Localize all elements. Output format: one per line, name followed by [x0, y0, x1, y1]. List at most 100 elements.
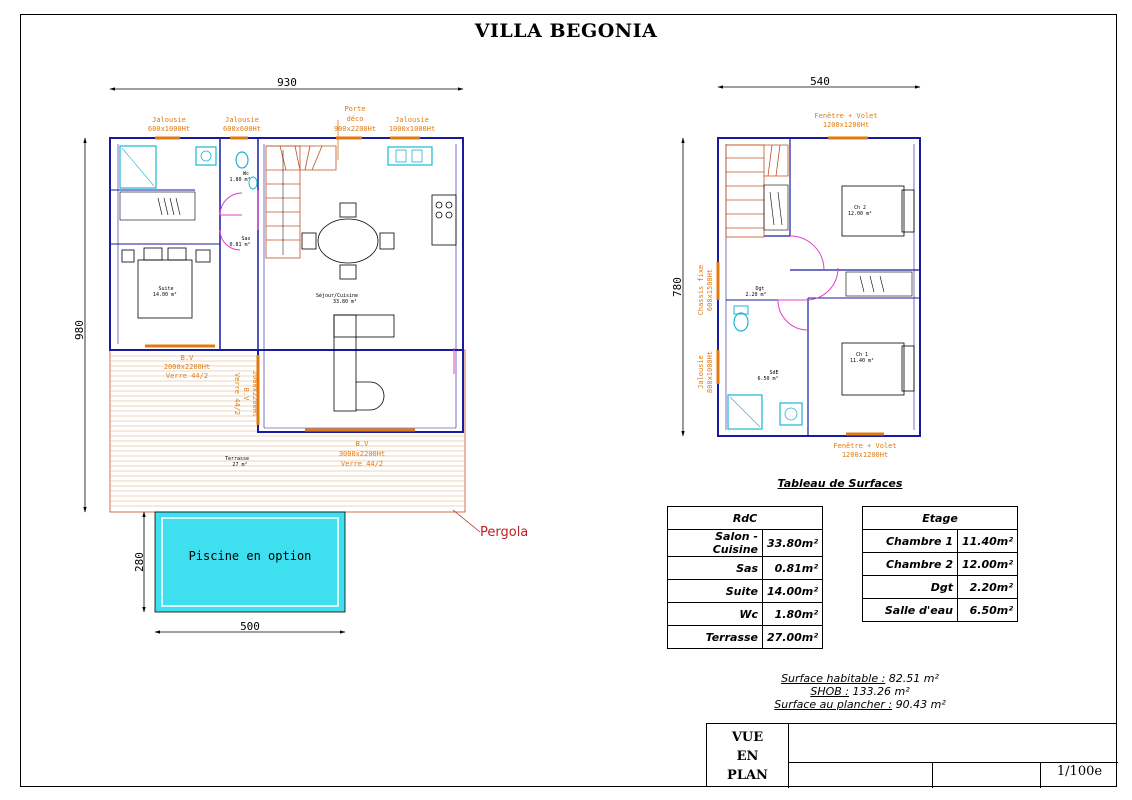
ground-floor-windows — [145, 136, 420, 432]
opening-bv-v-size: 2000x2200Ht — [251, 371, 259, 417]
rdc-header: RdC — [666, 506, 824, 530]
upper-dimension-width-label: 540 — [810, 75, 830, 88]
dining-table — [301, 202, 395, 280]
bed-suite — [121, 247, 211, 319]
habitable-label: Surface habitable : — [781, 672, 886, 685]
opening-bv-v-title: B.V — [242, 388, 250, 401]
dimension-height-label: 980 — [73, 320, 86, 340]
rdc-row-name: Suite — [667, 579, 763, 603]
pool-dim-w-label: 500 — [240, 620, 260, 633]
shob-value: 133.26 m² — [852, 685, 910, 698]
rdc-row-value: 14.00m² — [761, 579, 824, 603]
opening-bv-bottom-glass: Verre 44/2 — [341, 460, 383, 468]
etage-row-value: 12.00m² — [956, 552, 1019, 576]
toilet — [235, 151, 249, 169]
shower-tray — [119, 145, 157, 189]
rdc-row-value: 1.80m² — [761, 602, 824, 626]
room-suite-area: 14.00 m² — [153, 292, 177, 298]
rdc-row-name: Terrasse — [667, 625, 763, 649]
opening-bv-left-glass: Verre 44/2 — [166, 372, 208, 380]
upper-dimension-height-label: 780 — [671, 277, 684, 297]
room-dgt-area: 2.20 m² — [745, 292, 766, 298]
wardrobes — [119, 191, 196, 221]
pergola-leader — [452, 509, 481, 533]
view-type-line2: EN — [736, 749, 759, 764]
etage-row-name: Dgt — [862, 575, 958, 599]
pool-dim-h-label: 280 — [133, 552, 146, 572]
ground-opening-labels: Jalousie 600x1000Ht Jalousie 600x600Ht P… — [148, 105, 435, 468]
staircase-upper — [725, 144, 789, 238]
rdc-row-value: 27.00m² — [761, 625, 824, 649]
opening-jal2-size: 600x600Ht — [223, 125, 261, 133]
plancher-value: 90.43 m² — [895, 698, 946, 711]
sofa — [333, 314, 395, 412]
opening-chassis-title: Chassis fixe — [697, 265, 705, 316]
opening-bv-bottom-size: 3000x2200Ht — [339, 450, 385, 458]
rdc-row-name: Wc — [667, 602, 763, 626]
opening-porte-size: 900x2200Ht — [334, 125, 376, 133]
upper-shower — [727, 394, 763, 430]
upper-beds — [841, 185, 915, 396]
opening-chassis-size: 600x1500Ht — [706, 269, 714, 311]
habitable-value: 82.51 m² — [888, 672, 939, 685]
view-type-line3: PLAN — [727, 768, 768, 783]
opening-jal1-title: Jalousie — [152, 116, 186, 124]
room-sas-name: Sas — [241, 236, 250, 242]
room-ch2-name: Ch 2 — [854, 205, 866, 211]
room-sejour-name: Séjour/Cuisine — [316, 292, 358, 299]
surfaces-table-title: Tableau de Surfaces — [777, 477, 903, 490]
title-block: VUE EN PLAN 1/100e — [706, 723, 1118, 788]
view-type: VUE EN PLAN — [707, 724, 789, 788]
upper-room-labels: Ch 2 12.00 m² Dgt 2.20 m² Ch 1 11.40 m² … — [745, 205, 874, 382]
rdc-row-value: 0.81m² — [761, 556, 824, 580]
opening-bv-left-title: B.V — [181, 354, 194, 362]
etage-header: Etage — [861, 506, 1019, 530]
upper-floor-windows — [716, 136, 884, 436]
opening-upper-jal-title: Jalousie — [697, 355, 705, 389]
room-wc-area: 1.80 m² — [229, 177, 250, 183]
room-sas-area: 0.81 m² — [229, 242, 250, 248]
etage-row-name: Salle d'eau — [862, 598, 958, 622]
deck-boards — [111, 355, 464, 507]
opening-jal3-size: 1000x1000Ht — [389, 125, 435, 133]
opening-porte-sub: déco — [347, 115, 364, 123]
view-type-line1: VUE — [731, 730, 764, 745]
opening-jal-vertical: Jalousie 800x1000Ht — [697, 351, 714, 393]
etage-row-value: 11.40m² — [956, 529, 1019, 553]
opening-jal1-size: 600x1000Ht — [148, 125, 190, 133]
room-sde-name: SdE — [769, 370, 778, 376]
room-terrasse-area: 27 m² — [232, 462, 247, 468]
opening-bv-bottom-title: B.V — [356, 440, 369, 448]
scale-label: 1/100e — [1056, 764, 1103, 779]
upper-door-swings — [777, 235, 839, 331]
opening-jal2-title: Jalousie — [225, 116, 259, 124]
drawing-frame — [20, 14, 1117, 787]
etage-row-name: Chambre 1 — [862, 529, 958, 553]
room-terrasse-name: Terrasse — [225, 456, 249, 462]
dimension-width-label: 930 — [277, 76, 297, 89]
opening-top-title: Fenêtre + Volet — [814, 112, 877, 120]
upper-floor-plan: 540 780 — [671, 75, 921, 459]
opening-bottom-title: Fenêtre + Volet — [833, 442, 896, 450]
room-ch2-area: 12.00 m² — [848, 211, 872, 217]
opening-bv-v-glass: Verre 44/2 — [233, 373, 241, 415]
upper-floor-walls — [717, 137, 921, 437]
opening-bottom-size: 1200x1200Ht — [842, 451, 888, 459]
opening-porte-title: Porte — [344, 105, 365, 113]
etage-row-value: 2.20m² — [956, 575, 1019, 599]
ground-room-labels: Wc 1.80 m² Sas 0.81 m² Suite 14.00 m² Sé… — [153, 171, 358, 468]
shob-label: SHOB : — [810, 685, 850, 698]
upper-wardrobes — [763, 184, 913, 297]
etage-row-name: Chambre 2 — [862, 552, 958, 576]
opening-bv-left-vertical: 2000x2200Ht B.V Verre 44/2 — [233, 371, 259, 417]
rdc-row-value: 33.80m² — [761, 529, 824, 557]
room-wc-name: Wc — [243, 171, 249, 177]
